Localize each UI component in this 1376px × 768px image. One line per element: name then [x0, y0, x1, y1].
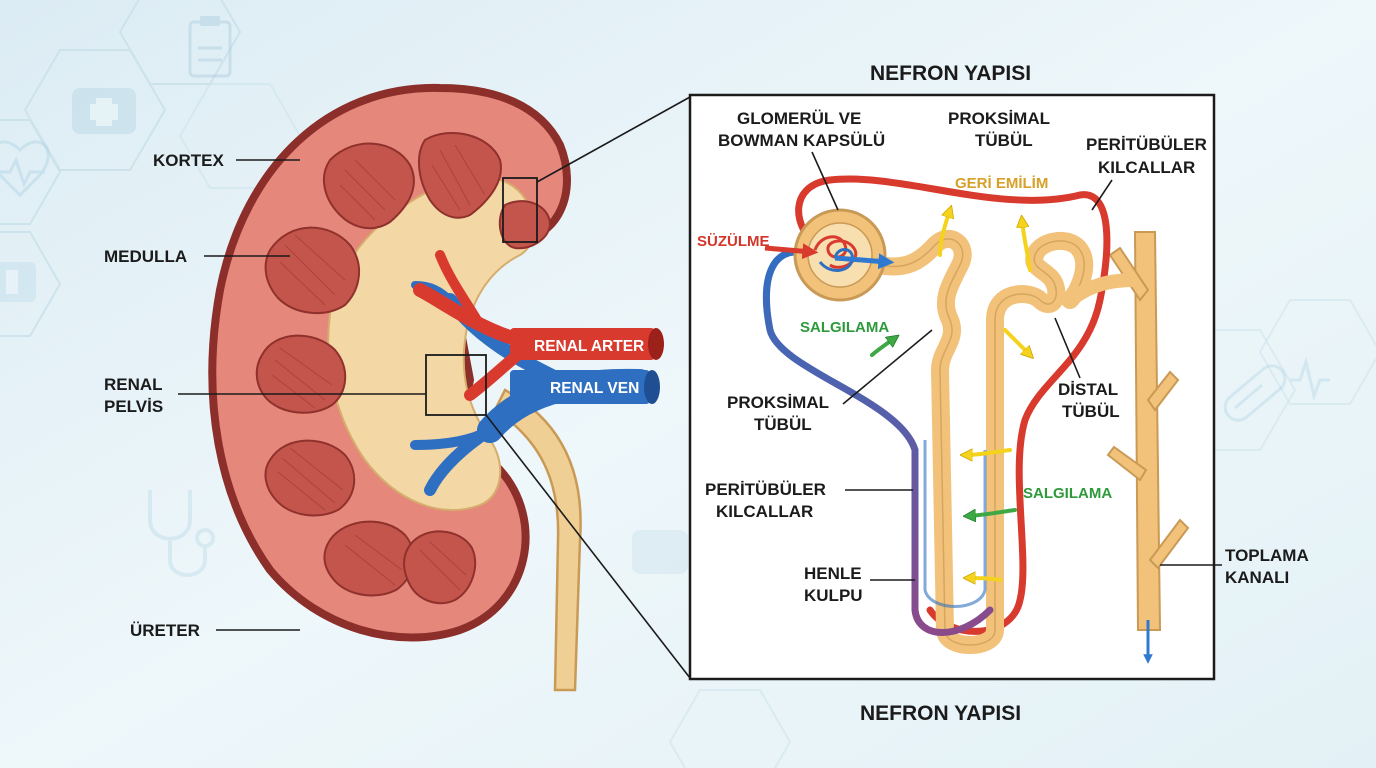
renal-artery — [510, 328, 655, 360]
renal-vein-opening — [644, 370, 660, 404]
peritubular-capillary-blue — [762, 248, 994, 636]
first-aid-kit-icon — [72, 88, 136, 134]
reabsorption-arrows — [938, 210, 1030, 580]
henle-label-line1: HENLE — [804, 564, 862, 583]
proximal-mid-leader — [842, 329, 933, 405]
pill-icon — [1223, 364, 1287, 422]
proximal-mid-label-line1: PROKSİMAL — [727, 393, 829, 412]
secretion-upper-label: SALGILAMA — [800, 319, 889, 336]
ureter-tube — [493, 388, 582, 692]
heart-pulse-icon — [0, 140, 50, 198]
renal-pelvis-label-line2: PELVİS — [104, 397, 163, 416]
distal-to-collecting — [1066, 273, 1136, 306]
renal-artery-label: RENAL ARTER — [534, 338, 644, 355]
secretion-lower-label: SALGILAMA — [1023, 485, 1112, 502]
secretion-arrows — [870, 338, 1017, 516]
nephron-tubule-outline — [879, 238, 1085, 646]
glomerul-leader — [811, 151, 839, 211]
peritubular-top-label-line1: PERİTÜBÜLER — [1086, 135, 1207, 154]
bottom-title: NEFRON YAPISI — [860, 702, 1021, 725]
loop-capillary-inner — [923, 440, 987, 608]
proximal-top-label-line1: PROKSİMAL — [948, 109, 1050, 128]
pelvis-zoom-box — [425, 354, 487, 416]
pyramid-striations — [271, 144, 486, 591]
proximal-mid-label-line2: TÜBÜL — [754, 415, 812, 434]
distal-label-line1: DİSTAL — [1058, 380, 1118, 399]
distal-leader — [1054, 317, 1081, 379]
zoom-line-bottom — [485, 414, 691, 679]
kortex-label: KORTEX — [153, 151, 225, 170]
peritubular-capillary-red — [795, 175, 1111, 635]
glomerul-label-line2: BOWMAN KAPSÜLÜ — [718, 131, 885, 150]
bowman-capsule-inner — [807, 222, 873, 288]
first-aid-kit-icon — [0, 262, 36, 302]
peritubular-mid-label-line1: PERİTÜBÜLER — [705, 480, 826, 499]
heart-pulse-icon — [1290, 356, 1330, 402]
first-aid-kit-icon — [632, 530, 688, 574]
top-title: NEFRON YAPISI — [870, 62, 1031, 85]
renal-vein — [510, 370, 650, 404]
peritubular-mid-label-line2: KILCALLAR — [716, 502, 813, 521]
stethoscope-icon — [148, 490, 215, 577]
peritubular-top-leader — [1091, 179, 1113, 211]
collecting-label-line1: TOPLAMA — [1225, 546, 1309, 565]
filtration-arrow-red — [764, 243, 819, 260]
renal-pelvis-label-line1: RENAL — [104, 375, 163, 394]
henle-label-line2: KULPU — [804, 586, 863, 605]
distal-label-line2: TÜBÜL — [1062, 402, 1120, 421]
zoom-line-top — [536, 96, 691, 183]
reabsorption-label: GERİ EMİLİM — [955, 175, 1048, 192]
filtration-arrow-blue — [834, 253, 895, 270]
clipboard-icon — [188, 16, 232, 78]
collecting-duct — [1106, 231, 1190, 631]
kidney-zoom-box — [502, 177, 538, 243]
medulla-label: MEDULLA — [104, 247, 187, 266]
proximal-top-label-line2: TÜBÜL — [975, 131, 1033, 150]
collecting-label-line2: KANALI — [1225, 568, 1289, 587]
peritubular-top-label-line2: KILCALLAR — [1098, 158, 1195, 177]
filtration-label: SÜZÜLME — [697, 233, 770, 250]
renal-vein-label: RENAL VEN — [550, 380, 639, 397]
ureter-label: ÜRETER — [130, 621, 200, 640]
glomerul-label-line1: GLOMERÜL VE — [737, 109, 861, 128]
renal-artery-opening — [648, 328, 664, 360]
